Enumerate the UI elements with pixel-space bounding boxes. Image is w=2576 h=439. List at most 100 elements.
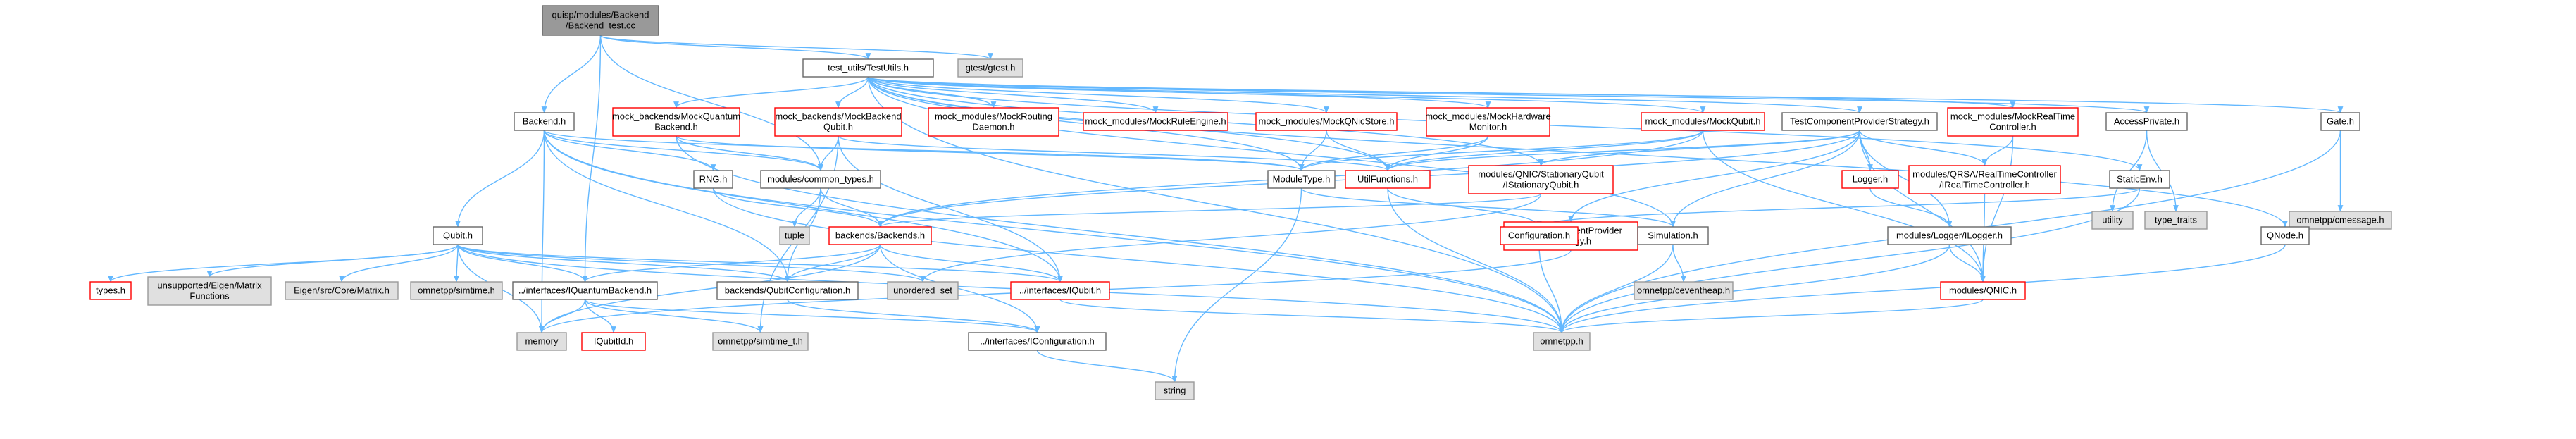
edge-root-to-iqb xyxy=(582,35,602,283)
node-iqubitid-h[interactable]: IQubitId.h xyxy=(581,332,646,351)
node-mock-modules-mockqnicstore-h[interactable]: mock_modules/MockQNicStore.h xyxy=(1255,112,1398,131)
node-mock-modules-mockruleengine-h[interactable]: mock_modules/MockRuleEngine.h xyxy=(1083,112,1228,131)
node-label: ModuleType.h xyxy=(1273,174,1331,185)
node-interfaces-iconfiguration-h[interactable]: ../interfaces/IConfiguration.h xyxy=(968,332,1107,351)
node-gate-h[interactable]: Gate.h xyxy=(2320,112,2360,131)
node-box xyxy=(693,170,733,189)
edge-qubitconfig-to-iconfig xyxy=(787,299,1040,333)
edge-iloggers-to-omnetpp xyxy=(1559,244,1950,333)
edge-mbmq-to-moduletype xyxy=(676,135,1305,171)
node-box xyxy=(779,226,810,245)
node-box xyxy=(968,332,1107,351)
node-box xyxy=(612,107,740,137)
node-modules-qrsa-realtimecontroller-irealtimecontroller-h[interactable]: modules/QRSA/RealTimeController/IRealTim… xyxy=(1908,165,2061,194)
node-backends-qubitconfiguration-h[interactable]: backends/QubitConfiguration.h xyxy=(716,281,859,300)
node-label: memory xyxy=(525,336,559,347)
edge-testutils-to-mbmq xyxy=(673,76,869,109)
node-interfaces-iquantumbackend-h[interactable]: ../interfaces/IQuantumBackend.h xyxy=(512,281,658,300)
node-omnetpp-simtime-h[interactable]: omnetpp/simtime.h xyxy=(410,281,503,300)
node-label: modules/QNIC.h xyxy=(1949,285,2017,296)
node-label: Qubit.h xyxy=(443,230,473,241)
node-label: omnetpp/simtime_t.h xyxy=(718,336,803,347)
node-label: mock_modules/MockRouting xyxy=(935,111,1052,122)
node-tuple[interactable]: tuple xyxy=(779,226,810,245)
node-accessprivate-h[interactable]: AccessPrivate.h xyxy=(2105,112,2188,131)
node-omnetpp-ceventheap-h[interactable]: omnetpp/ceventheap.h xyxy=(1634,281,1734,300)
node-label: Monitor.h xyxy=(1469,122,1507,132)
node-label: mock_modules/MockRuleEngine.h xyxy=(1085,116,1226,127)
node-label: Qubit.h xyxy=(823,122,853,132)
edge-backends-to-qubitconfig xyxy=(785,244,881,283)
node-unordered-set[interactable]: unordered_set xyxy=(887,281,959,300)
node-omnetpp-cmessage-h[interactable]: omnetpp/cmessage.h xyxy=(2289,211,2392,230)
node-label: mock_backends/MockBackend xyxy=(775,111,901,122)
node-eigen-src-core-matrix-h[interactable]: Eigen/src/Core/Matrix.h xyxy=(285,281,399,300)
node-qnode-h[interactable]: QNode.h xyxy=(2260,226,2310,245)
node-label: IQubitId.h xyxy=(594,336,633,347)
node-modules-qnic-h[interactable]: modules/QNIC.h xyxy=(1940,281,2026,300)
node-simulation-h[interactable]: Simulation.h xyxy=(1637,226,1709,245)
node-logger-h[interactable]: Logger.h xyxy=(1841,170,1899,189)
node-label: mock_modules/MockRealTime xyxy=(1950,111,2075,122)
node-label: Simulation.h xyxy=(1648,230,1698,241)
node-modules-logger-ilogger-h[interactable]: modules/Logger/ILogger.h xyxy=(1887,226,2012,245)
node-box xyxy=(1781,112,1938,131)
edge-utilfunctions-to-omnetpp xyxy=(1387,187,1564,333)
node-label: UtilFunctions.h xyxy=(1357,174,1418,185)
node-qubit-h[interactable]: Qubit.h xyxy=(433,226,483,245)
node-type-traits[interactable]: type_traits xyxy=(2144,211,2208,230)
node-interfaces-iqubit-h[interactable]: ../interfaces/IQubit.h xyxy=(1010,281,1110,300)
node-types-h[interactable]: types.h xyxy=(89,281,132,300)
node-box xyxy=(514,112,575,131)
node-mock-modules-mockqubit-h[interactable]: mock_modules/MockQubit.h xyxy=(1641,112,1765,131)
node-test-utils-testutils-h[interactable]: test_utils/TestUtils.h xyxy=(802,58,934,78)
node-testcomponentproviderstrategy-h[interactable]: TestComponentProviderStrategy.h xyxy=(1781,112,1938,131)
edge-testutils-to-mmq xyxy=(867,76,1706,113)
edge-stationary-to-unordered xyxy=(920,193,1542,283)
edge-simulation-to-ceventheap xyxy=(1672,244,1686,283)
node-box xyxy=(802,58,934,78)
node-moduletype-h[interactable]: ModuleType.h xyxy=(1267,170,1336,189)
node-configuration-h[interactable]: Configuration.h xyxy=(1500,226,1579,245)
node-utilfunctions-h[interactable]: UtilFunctions.h xyxy=(1345,170,1431,189)
node-label: StaticEnv.h xyxy=(2117,174,2163,185)
node-box xyxy=(774,107,902,137)
node-label: omnetpp/ceventheap.h xyxy=(1637,285,1730,296)
edge-tcps-to-iloggers xyxy=(1859,130,1953,228)
edge-mbmbq-to-utilfunctions xyxy=(838,135,1390,171)
node-memory[interactable]: memory xyxy=(516,332,567,351)
edge-iqb-to-iqubitid xyxy=(584,299,616,333)
edge-backend-to-commontypes xyxy=(543,130,823,171)
node-rng-h[interactable]: RNG.h xyxy=(693,170,733,189)
node-backends-backends-h[interactable]: backends/Backends.h xyxy=(828,226,932,245)
node-label: type_traits xyxy=(2155,215,2197,225)
node-label: tuple xyxy=(785,230,804,241)
node-quisp-modules-backend-backend-test-cc[interactable]: quisp/modules/Backend/Backend_test.cc xyxy=(542,5,659,36)
node-gtest-gtest-h[interactable]: gtest/gtest.h xyxy=(957,58,1023,78)
node-box xyxy=(1841,170,1899,189)
node-box xyxy=(1637,226,1709,245)
node-utility[interactable]: utility xyxy=(2091,211,2134,230)
edge-mmhm-to-utilfunctions xyxy=(1385,135,1489,171)
node-staticenv-h[interactable]: StaticEnv.h xyxy=(2109,170,2170,189)
node-omnetpp-h[interactable]: omnetpp.h xyxy=(1533,332,1591,351)
node-omnetpp-simtime-t-h[interactable]: omnetpp/simtime_t.h xyxy=(712,332,809,351)
edge-mmhm-to-moduletype xyxy=(1298,135,1489,171)
node-box xyxy=(581,332,646,351)
edge-root-to-backend xyxy=(541,35,602,113)
node-label: ../interfaces/IConfiguration.h xyxy=(980,336,1095,347)
node-label: omnetpp/cmessage.h xyxy=(2296,215,2384,225)
node-label: Daemon.h xyxy=(973,122,1015,132)
node-backend-h[interactable]: Backend.h xyxy=(514,112,575,131)
node-modules-common-types-h[interactable]: modules/common_types.h xyxy=(760,170,881,189)
node-label: Backend.h xyxy=(654,122,697,132)
node-modules-qnic-stationaryqubit-istationaryqubit-h[interactable]: modules/QNIC/StationaryQubit/IStationary… xyxy=(1468,165,1614,194)
node-string[interactable]: string xyxy=(1155,381,1195,400)
